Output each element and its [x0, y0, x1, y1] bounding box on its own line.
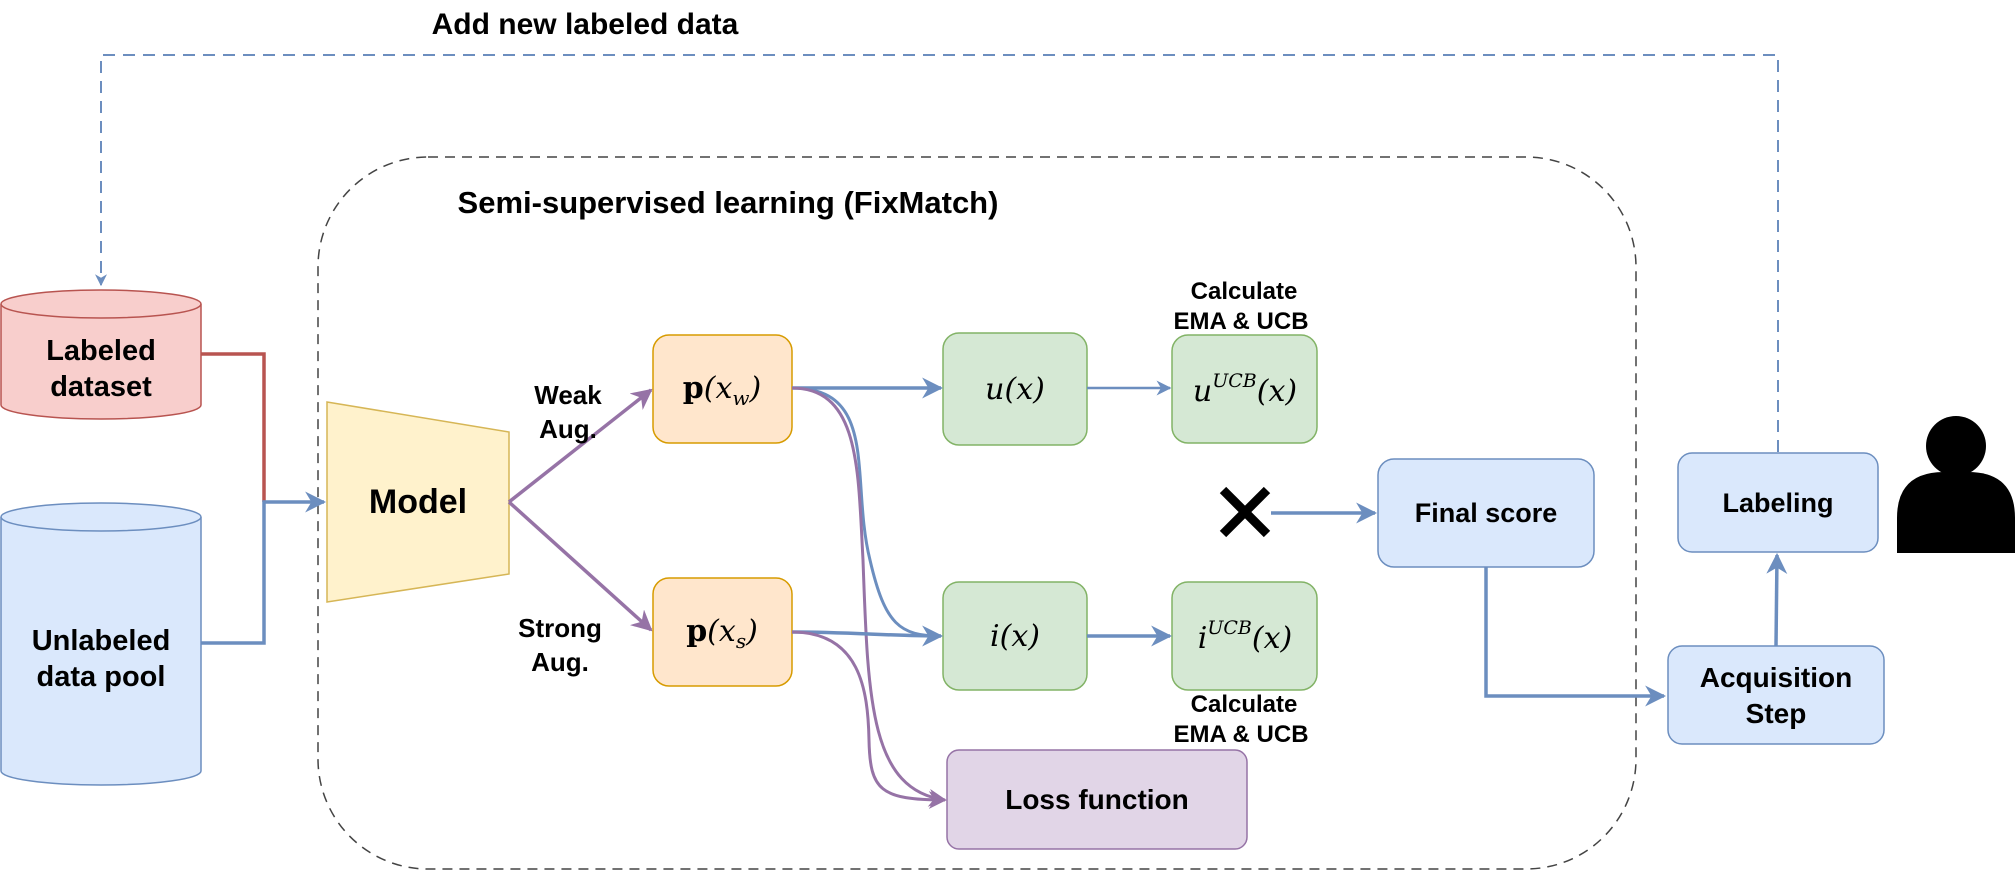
ssl-container	[317, 156, 1637, 870]
u-x-formula: u(x)	[985, 372, 1045, 407]
i-ucb-box: iUCB(x)	[1171, 581, 1318, 691]
model-label: Model	[369, 483, 467, 521]
ssl-title: Semi-supervised learning (FixMatch)	[458, 185, 999, 220]
labeling-box: Labeling	[1677, 452, 1879, 553]
acquisition-line1: Acquisition	[1700, 662, 1852, 693]
acquisition-step-box: Acquisition Step	[1667, 645, 1885, 745]
person-silhouette-icon	[1897, 416, 2015, 553]
labeling-label: Labeling	[1722, 488, 1833, 518]
u-ucb-box: uUCB(x)	[1171, 334, 1318, 444]
unlabeled-to-model-edge	[201, 491, 327, 645]
loop-title: Add new labeled data	[432, 8, 739, 41]
ps-to-ix-edge	[791, 625, 944, 647]
unlabeled-pool-line2: data pool	[37, 661, 166, 693]
i-ucb-formula: iUCB(x)	[1198, 617, 1292, 656]
strong-aug-line1: Strong	[518, 613, 602, 643]
pw-to-ix-edge	[791, 386, 943, 645]
labeled-dataset-line1: Labeled	[46, 335, 156, 367]
labeled-dataset-cylinder: Labeled dataset	[0, 289, 202, 420]
p-strong-formula: p(xs)	[686, 614, 758, 653]
labeled-dataset-line2: dataset	[50, 371, 152, 403]
pw-to-loss-edge	[791, 386, 947, 807]
u-x-box: u(x)	[942, 332, 1088, 446]
strong-aug-edge	[507, 500, 653, 632]
multiply-icon	[1219, 486, 1271, 538]
model-block: Model	[326, 401, 510, 603]
final-to-acquisition-edge	[1484, 567, 1667, 707]
final-score-box: Final score	[1377, 458, 1595, 568]
unlabeled-pool-line1: Unlabeled	[32, 625, 171, 657]
feedback-dashed-edge	[95, 54, 1779, 452]
calc-top-line1: Calculate	[1191, 278, 1298, 305]
i-x-box: i(x)	[942, 581, 1088, 691]
calc-top-line2: EMA & UCB	[1173, 308, 1308, 335]
i-x-formula: i(x)	[990, 619, 1040, 654]
ps-to-loss-edge	[791, 630, 947, 809]
calc-bottom-line2: EMA & UCB	[1173, 721, 1308, 748]
acquisition-to-labeling-edge	[1766, 552, 1788, 647]
loss-function-label: Loss function	[1005, 784, 1189, 815]
u-ucb-formula: uUCB(x)	[1193, 370, 1297, 409]
weak-aug-line1: Weak	[534, 380, 602, 410]
weak-aug-edge	[507, 388, 653, 504]
labeled-to-model-edge	[201, 352, 266, 502]
strong-aug-line2: Aug.	[531, 647, 589, 677]
p-weak-box: p(xw)	[652, 334, 793, 444]
final-score-label: Final score	[1415, 498, 1558, 528]
p-strong-box: p(xs)	[652, 577, 793, 687]
acquisition-line2: Step	[1746, 698, 1807, 729]
loss-function-box: Loss function	[946, 749, 1248, 850]
weak-aug-line2: Aug.	[539, 414, 597, 444]
unlabeled-pool-cylinder: Unlabeled data pool	[0, 502, 202, 786]
calc-bottom-line1: Calculate	[1191, 691, 1298, 718]
p-weak-formula: p(xw)	[683, 371, 761, 410]
